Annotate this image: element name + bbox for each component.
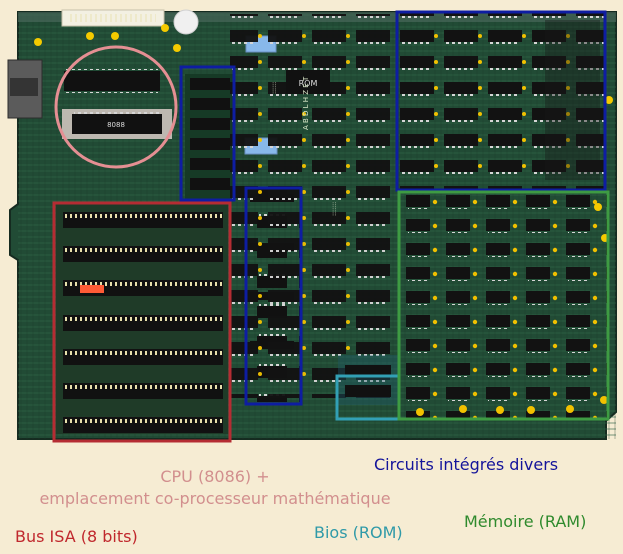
- bus-highlight-box: [52, 201, 232, 443]
- power-connector-slots: [70, 14, 156, 22]
- memory-label: Mémoire (RAM): [464, 512, 587, 531]
- circuits-label: Circuits intégrés divers: [374, 455, 559, 474]
- cpu-chip-label: 8088: [107, 121, 125, 129]
- ram-highlight-box: [397, 190, 610, 421]
- board-markings: A B D L H Z E T :::::: :::::::: [271, 76, 338, 216]
- keyboard-port: [10, 78, 38, 96]
- circuits-highlight-box-3: [395, 10, 607, 192]
- cpu-highlight-ellipse: [54, 45, 178, 169]
- circuits-highlight-box-2: [244, 186, 303, 406]
- circuits-highlight-box-1: [179, 65, 236, 202]
- cpu-chips: 8088: [62, 69, 172, 139]
- speaker-connector: [173, 9, 199, 35]
- cpu-label-line-2: emplacement co-processeur mathématique: [39, 489, 391, 508]
- diverse-circuits-zone: [398, 13, 604, 189]
- motherboard-photo: 8088 ROM: [7, 9, 617, 443]
- bus-label: Bus ISA (8 bits): [15, 527, 138, 546]
- svg-text:::::::: ::::::: [271, 82, 278, 94]
- svg-text::::::::: :::::::: [331, 202, 338, 216]
- bios-label: Bios (ROM): [314, 523, 403, 542]
- ram-zone: [400, 193, 608, 419]
- cpu-label-line-1: CPU (8086) +: [160, 467, 270, 486]
- expansion-slots: [56, 204, 228, 434]
- rom-marking: ROM: [299, 79, 318, 88]
- misc-ic-grid: ROM: [230, 14, 398, 405]
- svg-text:A B D L H Z E T: A B D L H Z E T: [302, 76, 310, 130]
- motherboard-illustration: 8088 ROM: [7, 9, 617, 443]
- bus-chips-and-logic: [185, 74, 233, 200]
